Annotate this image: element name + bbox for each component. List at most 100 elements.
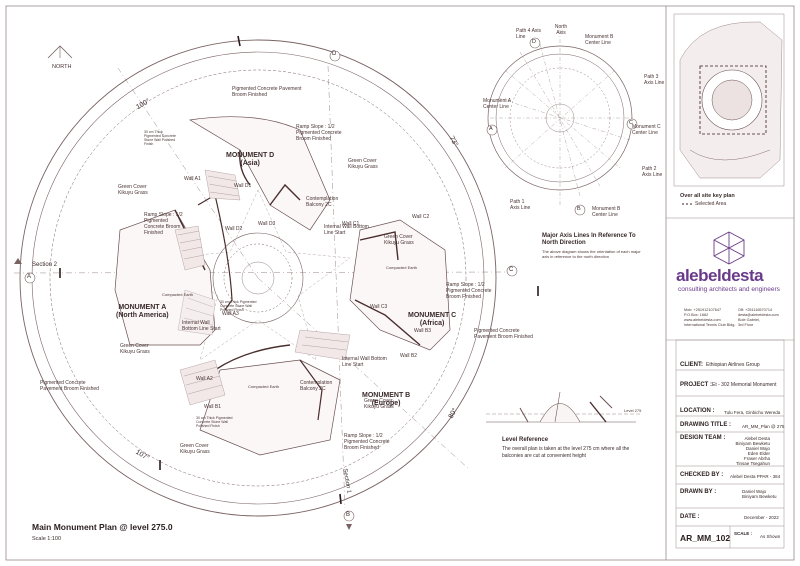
team-member: Fraser Abrha — [743, 456, 770, 461]
wall-c3-label: Wall C3 — [370, 304, 388, 310]
note-ramp-a: Ramp Slope : 1/2 Pigmented Concrete Broo… — [144, 212, 183, 236]
monument-d-name: MONUMENT D — [226, 152, 275, 159]
key-plan-legend: Selected Area — [695, 201, 727, 207]
wall-b3-label: Wall B3 — [414, 328, 432, 334]
monument-c-region: (Africa) — [419, 320, 445, 327]
checked-by-label: CHECKED BY : — [680, 472, 724, 478]
note-earth-c: Compacted Earth — [386, 265, 418, 270]
plan-scale: Scale 1:100 — [32, 536, 62, 542]
monument-b-shape — [199, 344, 341, 456]
drawn-by-label: DRAWN BY : — [680, 489, 717, 495]
contact-web: www.alebeldesta.com — [684, 318, 721, 322]
level-tag: Level 275 — [624, 408, 642, 413]
note-ramp-b: Ramp Slope : 1/2 Pigmented Concrete Broo… — [344, 433, 390, 451]
section-arrows — [14, 258, 352, 530]
axis-path4-label: Path 4 Axis Line — [516, 28, 542, 40]
design-team-list: Alebel Desta Biniyam Bewketu Daniel Wajo… — [730, 436, 770, 466]
contact-mob: Mob: +251912107647 — [684, 308, 722, 312]
scale-label: SCALE : — [734, 531, 752, 536]
note-ground-d: Green Cover Kikuyu Grass — [348, 158, 378, 170]
drawn-by-member: Daniel Wajo — [742, 489, 767, 494]
note-earth-b: Compacted Earth — [248, 384, 280, 389]
note-pavement-top: Pigmented Concrete Pavement Broom Finish… — [232, 86, 302, 98]
section-2-label: Section 2 — [32, 262, 58, 268]
axis-marker-d: D — [332, 51, 337, 57]
north-arrow-icon — [47, 45, 73, 59]
wall-d1-label: Wall D1 — [234, 183, 252, 189]
note-ground-a2: Green Cover Kikuyu Grass — [120, 343, 150, 355]
axis-marker-c: C — [509, 267, 514, 273]
team-member: Alebel Desta — [744, 436, 770, 441]
axis-diagram — [487, 30, 633, 205]
key-plan — [673, 13, 785, 205]
monument-a-region: (North America) — [116, 312, 169, 319]
note-earth-a: Compacted Earth — [162, 292, 194, 297]
firm-contact-right: Off: +251116570714 desta@alebeldesta.com… — [738, 308, 779, 328]
wall-a3-label: Wall A3 — [222, 311, 239, 317]
note-thick-wall-b: 30 cm Thick Pigmented Concrete Stone Wal… — [196, 416, 233, 428]
title-block-lines — [666, 217, 794, 549]
axis-markers-main — [24, 50, 518, 522]
client-value: Ethiopian Airlines Group — [706, 362, 760, 368]
note-wall-line-d: Internal Wall Bottom Line Start — [324, 224, 369, 236]
axis-marker-b: B — [346, 512, 351, 518]
wall-c2-label: Wall C2 — [412, 214, 430, 220]
axis-path2-label: Path 2 Axis Line — [642, 166, 663, 178]
note-pavement-left: Pigmented Concrete Pavement Broom Finish… — [40, 380, 99, 392]
location-value: Tulu Fera, Ginbichu Wereda — [724, 410, 781, 415]
key-plan-caption: Over all site key plan — [680, 193, 735, 199]
wall-c1-label: Wall C1 — [342, 221, 360, 227]
axis-north-label: North Axis — [554, 24, 568, 36]
note-wall-line-c: Internal Wall Bottom Line Start — [342, 356, 387, 368]
plan-title: Main Monument Plan @ level 275.0 — [32, 522, 173, 532]
contact-floor: 3rd Floor — [738, 323, 754, 327]
note-ramp-d: Ramp Slope : 1/2 Pigmented Concrete Broo… — [296, 124, 342, 142]
wall-d3-label: Wall D3 — [258, 221, 276, 227]
team-member: Eden Elder — [747, 451, 770, 456]
axis-monb-top-label: Monument B Center Line — [585, 34, 614, 46]
date-value: December - 2022 — [744, 515, 779, 520]
axis-diagram-marker-b: B — [577, 206, 581, 212]
team-member: Tinsae Tsegahun — [735, 461, 770, 466]
team-member: Biniyam Bewketu — [735, 441, 770, 446]
note-ground-b: Green Cover Kikuyu Grass — [364, 398, 394, 410]
note-ground-b2: Green Cover Kikuyu Grass — [180, 443, 210, 455]
contact-pobox: P.O.Box: 1662 — [684, 313, 709, 317]
level-ref-text: The overall plan is taken at the level 2… — [502, 446, 630, 459]
ramp-a-hatch — [174, 225, 206, 271]
wall-a2-label: Wall A2 — [196, 376, 213, 382]
note-wall-line-a: Internal Wall Bottom Line Start — [182, 320, 221, 332]
drawn-by-member: Biniyam Bewketu — [742, 494, 777, 499]
note-ground-a: Green Cover Kikuyu Grass — [118, 184, 148, 196]
contact-office: Off: +251116570714 — [738, 308, 773, 312]
monument-d-shape — [188, 116, 331, 231]
note-ground-c: Green Cover Kikuyu Grass — [384, 234, 414, 246]
ramp-b-hatch — [179, 359, 226, 406]
drawing-title-value: AR_MM_Plan @ 275 — [742, 424, 785, 429]
monument-d-label: MONUMENT D (Asia) — [226, 152, 274, 168]
monument-b-name: MONUMENT B — [362, 392, 411, 399]
wall-b2-label: Wall B2 — [400, 353, 418, 359]
axis-monc-label: Monument C Center Line — [632, 124, 661, 136]
sheet-number: AR_MM_102 — [680, 533, 731, 543]
wall-d2-label: Wall D2 — [225, 226, 243, 232]
firm-logo-text: alebeldesta — [676, 266, 764, 285]
contact-email: desta@alebeldesta.com — [738, 313, 779, 317]
axis-marker-a: A — [27, 274, 32, 280]
axis-diagram-title: Major Axis Lines In Reference To North D… — [542, 233, 636, 246]
ramp-d-hatch — [204, 169, 241, 201]
axis-lines — [13, 65, 513, 509]
firm-tagline: consulting architects and engineers — [678, 286, 780, 293]
level-ref-title: Level Reference — [502, 437, 549, 443]
design-team-label: DESIGN TEAM : — [680, 435, 726, 441]
level-section — [486, 391, 640, 423]
monument-d-region: (Asia) — [240, 160, 260, 167]
monument-b-region: (Europe) — [371, 400, 401, 407]
note-thick-wall-d: 30 cm Thick Pigmented Concrete Stone Wal… — [144, 130, 176, 146]
note-ramp-c: Ramp Slope : 1/2 Pigmented Concrete Broo… — [446, 282, 492, 300]
axis-diagram-markers — [486, 37, 638, 216]
north-label: NORTH — [52, 64, 72, 70]
drawing-title-label: DRAWING TITLE : — [680, 422, 731, 428]
